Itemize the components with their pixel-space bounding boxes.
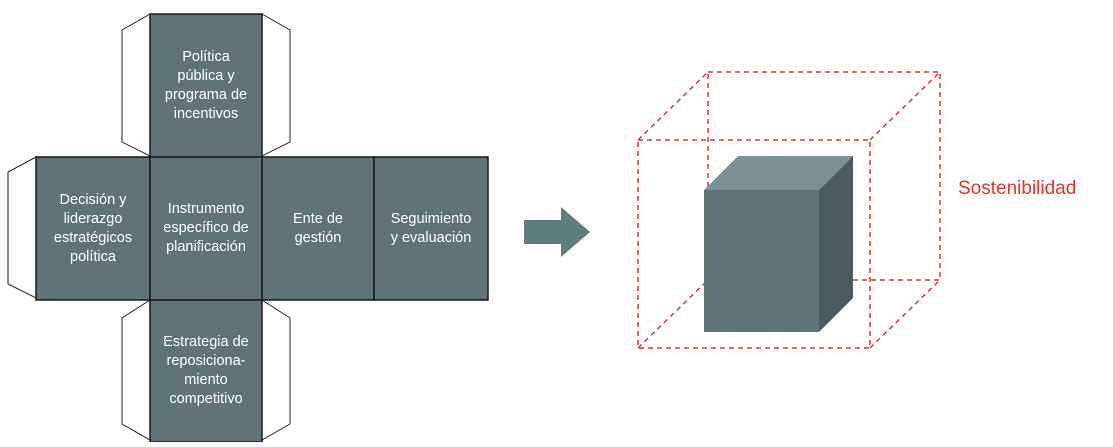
- tab-left: [7, 156, 37, 299]
- wireframe-edge: [869, 71, 941, 141]
- tab-top-left: [121, 13, 151, 157]
- tab-bottom-right: [261, 299, 291, 441]
- label-left: Decisión y liderazgo estratégicos políti…: [53, 191, 133, 265]
- right-arrow-icon: [524, 207, 590, 257]
- face-left: [35, 156, 151, 301]
- wireframe-edge: [869, 279, 941, 349]
- wireframe-back: [707, 71, 941, 281]
- wireframe-edge: [637, 279, 709, 349]
- sustainability-label: Sostenibilidad: [958, 178, 1077, 199]
- face-bottom: [149, 299, 263, 443]
- label-right: Ente de gestión: [293, 210, 343, 246]
- wireframe-edge: [637, 71, 709, 141]
- wireframe-box: [637, 71, 941, 349]
- tab-bottom-left: [121, 299, 151, 441]
- tab-top-right: [261, 13, 291, 157]
- face-far-right: [373, 156, 489, 301]
- label-far-right: Seguimiento y evaluación: [390, 210, 472, 246]
- cube-top-face: [704, 156, 853, 190]
- solid-cube: [704, 156, 853, 332]
- cube-side-face: [819, 156, 853, 332]
- cube-net: [7, 13, 489, 443]
- label-center: Instrumento específico de planificación: [163, 201, 249, 255]
- wireframe-front: [637, 139, 871, 349]
- face-right: [261, 156, 375, 301]
- label-top: Política pública y programa de incentivo…: [164, 48, 248, 122]
- label-bottom: Estrategia de reposiciona- miento compet…: [163, 334, 249, 407]
- cube-front-face: [704, 190, 819, 332]
